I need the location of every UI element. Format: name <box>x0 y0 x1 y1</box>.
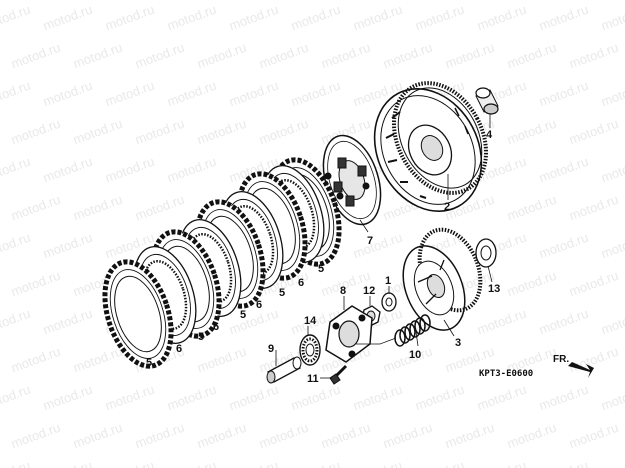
part-label-lifter-rod: 9 <box>268 343 274 355</box>
part-label-clutch-spring: 10 <box>409 349 421 361</box>
part-label-friction-disc: 5 <box>198 331 204 343</box>
part-label-clutch-plate: 6 <box>213 321 219 333</box>
part-label-clutch-center: 3 <box>455 337 461 349</box>
part-label-friction-disc: 5 <box>146 357 152 369</box>
diagram-code: KPT3-E0600 <box>479 369 533 379</box>
friction-disc-drawing <box>102 259 174 369</box>
clutch-spring-drawing <box>394 314 431 347</box>
thrust-washer-drawing <box>381 292 397 312</box>
disc-stack <box>102 157 342 369</box>
part-label-friction-disc: 5 <box>279 287 285 299</box>
clutch-outer-drawing <box>373 81 489 212</box>
clutch-center-drawing <box>402 227 483 331</box>
part-label-bearing: 14 <box>304 315 317 327</box>
part-label-friction-disc: 5 <box>318 263 324 275</box>
part-label-lock-washer: 13 <box>488 283 500 295</box>
part-label-bolt: 11 <box>307 373 319 385</box>
front-arrow-icon <box>568 362 594 378</box>
front-direction-indicator: FR. <box>553 354 594 378</box>
part-label-thrust-washer: 1 <box>385 275 391 287</box>
part-label-collar: 4 <box>486 129 493 141</box>
front-direction-label: FR. <box>553 354 569 365</box>
collar-drawing <box>475 87 499 115</box>
part-label-lock-nut: 12 <box>363 285 375 297</box>
part-label-clutch-outer: 2 <box>444 201 450 213</box>
pressure-plate-drawing <box>322 134 382 226</box>
part-label-clutch-plate: 6 <box>256 299 262 311</box>
part-label-friction-disc: 5 <box>240 309 246 321</box>
lifter-rod-drawing <box>266 356 302 384</box>
bolt-drawing <box>329 364 348 385</box>
bearing-drawing <box>299 334 321 366</box>
part-label-clutch-plate: 6 <box>176 343 182 355</box>
part-label-pressure-plate: 7 <box>367 235 373 247</box>
part-label-clutch-plate: 6 <box>298 277 304 289</box>
lock-washer-drawing <box>475 238 497 268</box>
lifter-plate-drawing <box>325 305 373 363</box>
leader-lines <box>275 114 493 379</box>
part-label-lifter-plate: 8 <box>340 285 346 297</box>
